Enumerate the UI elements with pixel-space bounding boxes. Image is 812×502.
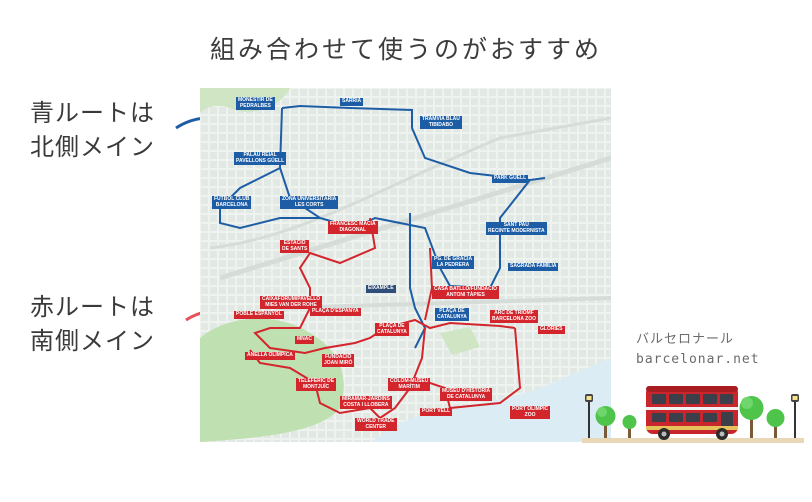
avinguda-diagonal bbox=[219, 155, 611, 281]
stop-colom: COLOM-MUSEU MARÍTIM bbox=[388, 378, 431, 391]
stop-monestir: MONESTIR DE PEDRALBES bbox=[236, 97, 275, 110]
double-decker-bus-icon bbox=[646, 386, 738, 440]
brand-url: barcelonar.net bbox=[636, 352, 760, 367]
stop-anella: ANELLA OLÍMPICA bbox=[245, 352, 295, 360]
stop-museu-hist: MUSEU D'HISTÒRIA DE CATALUNYA bbox=[440, 388, 493, 401]
stop-catalunya-blue: PLAÇA DE CATALUNYA bbox=[435, 308, 469, 321]
stop-catalunya-red: PLAÇA DE CATALUNYA bbox=[375, 323, 409, 336]
stop-wtc: WORLD TRADE CENTER bbox=[355, 418, 397, 431]
tree-icon bbox=[766, 409, 785, 438]
gran-via bbox=[279, 296, 611, 310]
stop-futbol: FUTBOL CLUB BARCELONA bbox=[212, 196, 252, 209]
stop-caixaforum: CAIXAFORUM/PAVELLÓ MIES VAN DER ROHE bbox=[260, 296, 323, 309]
montjuic-park bbox=[200, 318, 344, 442]
stop-port-olimpic: PORT OLÍMPIC ZOO bbox=[510, 406, 551, 419]
red-route-label: 赤ルートは 南側メイン bbox=[30, 290, 155, 358]
red-route-line bbox=[249, 217, 522, 420]
tree-icon bbox=[622, 415, 637, 438]
bus-illustration bbox=[582, 386, 804, 443]
stop-teleferic: TELEFÈRIC DE MONTJUÏC bbox=[296, 378, 337, 391]
stop-macia: FRANCESC MACIÀ DIAGONAL bbox=[328, 221, 378, 234]
blue-route-label: 青ルートは 北側メイン bbox=[30, 96, 155, 164]
stop-sant-pau: SANT PAU RECINTE MODERNISTA bbox=[486, 222, 547, 235]
stop-espanya: PLAÇA D'ESPANYA bbox=[310, 308, 361, 316]
page-title: 組み合わせて使うのがおすすめ bbox=[209, 35, 602, 64]
stop-palau: PALAU REIAL PAVELLONS GÜELL bbox=[234, 152, 287, 165]
site-brand: バルセロナール barcelonar.net bbox=[636, 330, 760, 370]
pavement bbox=[582, 438, 804, 443]
tree-icon bbox=[739, 396, 764, 438]
stop-batllo: CASA BATLLÓ/FUNDACIÓ ANTONI TÀPIES bbox=[432, 286, 500, 299]
stop-tramvia: TRAMVIA BLAU TIBIDABO bbox=[420, 116, 462, 129]
blue-route-line bbox=[219, 104, 546, 349]
stop-poble: POBLE ESPANYOL bbox=[234, 311, 284, 319]
street-lamp-icon bbox=[585, 394, 593, 438]
stop-eixample: EIXAMPLE bbox=[366, 285, 396, 293]
stop-sants: ESTACIÓ DE SANTS bbox=[280, 240, 310, 253]
street-lamp-icon bbox=[791, 394, 799, 438]
stop-sarria: SARRIÀ bbox=[340, 98, 364, 106]
stop-miro: FUNDACIÓ JOAN MIRÓ bbox=[322, 354, 355, 367]
stop-mnac: MNAC bbox=[295, 336, 314, 344]
tree-icon bbox=[595, 406, 616, 438]
stop-pg-gracia: PG. DE GRÀCIA LA PEDRERA bbox=[432, 256, 475, 269]
brand-katakana: バルセロナール bbox=[636, 332, 735, 347]
blue-route-label-line1: 青ルートは bbox=[30, 99, 155, 127]
red-route-label-line1: 赤ルートは bbox=[30, 293, 155, 321]
stop-arc: ARC DE TRIOMF BARCELONA ZOO bbox=[490, 310, 538, 323]
sea bbox=[370, 358, 611, 442]
bus-route-map: MONESTIR DE PEDRALBES SARRIÀ TRAMVIA BLA… bbox=[200, 88, 611, 442]
stop-diagonal: ZONA UNIVERSITÀRIA LES CORTS bbox=[280, 196, 339, 209]
stop-sagrada: SAGRADA FAMÍLIA bbox=[508, 263, 559, 271]
stop-port-vell: PORT VELL bbox=[420, 408, 453, 416]
stop-park-guell: PARK GÜELL bbox=[492, 175, 529, 183]
blue-route-label-line2: 北側メイン bbox=[30, 133, 155, 161]
red-route-label-line2: 南側メイン bbox=[30, 327, 155, 355]
ring-road bbox=[209, 116, 611, 250]
stop-glories: GLÒRIES bbox=[538, 326, 565, 334]
stop-miramar: MIRAMAR-JARDINS COSTA I LLOBERA bbox=[340, 396, 392, 409]
ciutadella-park bbox=[440, 327, 480, 355]
